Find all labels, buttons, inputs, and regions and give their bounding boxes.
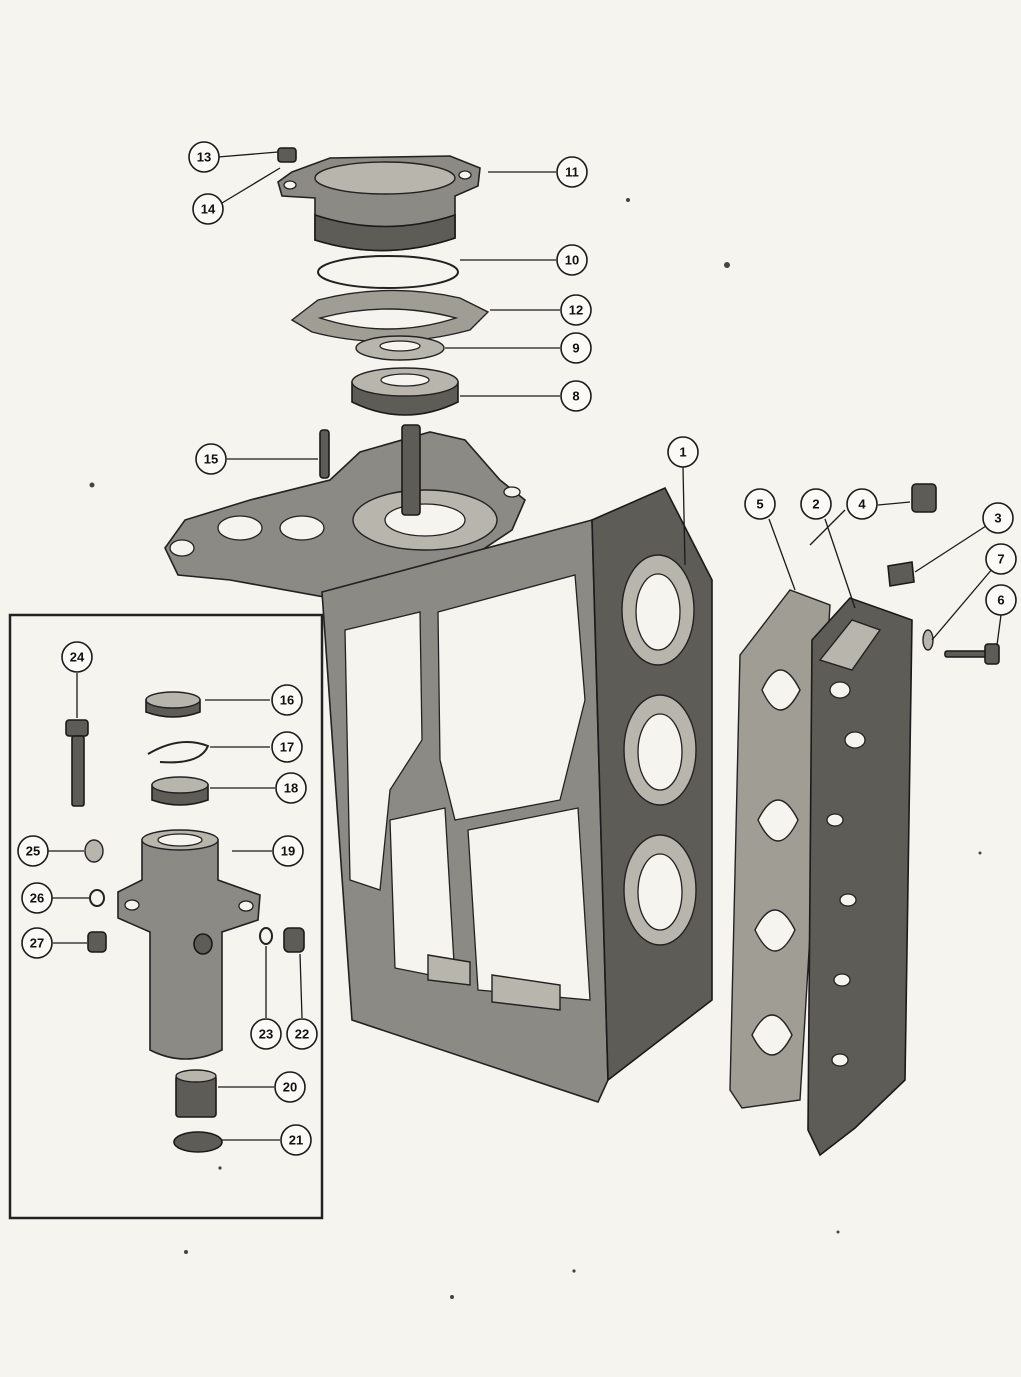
callout-22: 22: [286, 1018, 318, 1050]
svg-text:6: 6: [997, 593, 1004, 608]
svg-text:1: 1: [679, 445, 686, 460]
callout-21: 21: [280, 1124, 312, 1156]
svg-text:10: 10: [565, 253, 579, 268]
part-end-cap: [277, 155, 481, 252]
svg-text:12: 12: [569, 303, 583, 318]
svg-text:16: 16: [280, 693, 294, 708]
part-plug-4: [911, 483, 937, 513]
svg-text:24: 24: [70, 650, 85, 665]
svg-text:22: 22: [295, 1027, 309, 1042]
callout-25: 25: [17, 835, 49, 867]
svg-text:8: 8: [572, 389, 579, 404]
inset-frame: [8, 613, 324, 1220]
part-housing-19: [117, 829, 261, 1060]
callout-4: 4: [846, 488, 878, 520]
callout-5: 5: [744, 488, 776, 520]
callout-23: 23: [250, 1018, 282, 1050]
leader-lines: [48, 151, 1002, 1141]
callout-17: 17: [271, 731, 303, 763]
part-o-ring-23: [259, 927, 273, 945]
part-side-gasket-5: [729, 589, 831, 1109]
callout-11: 11: [556, 156, 588, 188]
callout-20: 20: [274, 1071, 306, 1103]
svg-text:2: 2: [812, 497, 819, 512]
part-washer-7: [922, 629, 934, 651]
part-screw-6: [944, 643, 1000, 665]
callout-10: 10: [556, 244, 588, 276]
callout-18: 18: [275, 772, 307, 804]
part-plug-22: [283, 927, 305, 953]
callout-26: 26: [21, 882, 53, 914]
part-seal-16: [145, 691, 201, 718]
callout-6: 6: [985, 584, 1017, 616]
svg-text:3: 3: [994, 511, 1001, 526]
part-gasket-12: [290, 289, 490, 343]
part-snap-ring-17: [147, 741, 210, 764]
callout-15: 15: [195, 443, 227, 475]
svg-text:17: 17: [280, 740, 294, 755]
svg-text:19: 19: [281, 844, 295, 859]
part-plug-3: [887, 561, 915, 587]
part-seal-21: [173, 1131, 223, 1153]
svg-text:11: 11: [565, 165, 579, 180]
svg-text:27: 27: [30, 936, 44, 951]
callout-3: 3: [982, 502, 1014, 534]
part-bearing-18: [151, 776, 209, 806]
svg-text:4: 4: [858, 497, 866, 512]
svg-text:14: 14: [201, 202, 216, 217]
part-o-ring-10: [317, 255, 459, 289]
part-plug-13: [277, 147, 297, 163]
part-plug-27: [87, 931, 107, 953]
svg-text:23: 23: [259, 1027, 273, 1042]
callout-2: 2: [800, 488, 832, 520]
svg-text:25: 25: [26, 844, 40, 859]
callout-12: 12: [560, 294, 592, 326]
part-cylinder-block: [164, 424, 713, 1103]
callout-16: 16: [271, 684, 303, 716]
callout-14: 14: [192, 193, 224, 225]
callout-8: 8: [560, 380, 592, 412]
callout-19: 19: [272, 835, 304, 867]
part-dowel-pin-15: [319, 429, 330, 479]
part-seal-9: [355, 335, 445, 361]
callout-9: 9: [560, 332, 592, 364]
scan-noise: [89, 198, 982, 1299]
svg-text:18: 18: [284, 781, 298, 796]
part-screw-24: [65, 719, 89, 807]
svg-text:26: 26: [30, 891, 44, 906]
svg-text:15: 15: [204, 452, 218, 467]
svg-text:9: 9: [572, 341, 579, 356]
svg-text:5: 5: [756, 497, 763, 512]
part-bushing-20: [175, 1069, 217, 1118]
svg-text:13: 13: [197, 150, 211, 165]
part-bearing-8: [351, 367, 459, 416]
callout-7: 7: [985, 543, 1017, 575]
callout-1: 1: [667, 436, 699, 468]
callout-24: 24: [61, 641, 93, 673]
part-25: [84, 839, 104, 863]
callout-13: 13: [188, 141, 220, 173]
part-o-ring-26: [89, 889, 105, 907]
svg-text:7: 7: [997, 552, 1004, 567]
callout-27: 27: [21, 927, 53, 959]
svg-text:20: 20: [283, 1080, 297, 1095]
svg-text:21: 21: [289, 1133, 303, 1148]
part-side-cover-2: [807, 597, 913, 1157]
